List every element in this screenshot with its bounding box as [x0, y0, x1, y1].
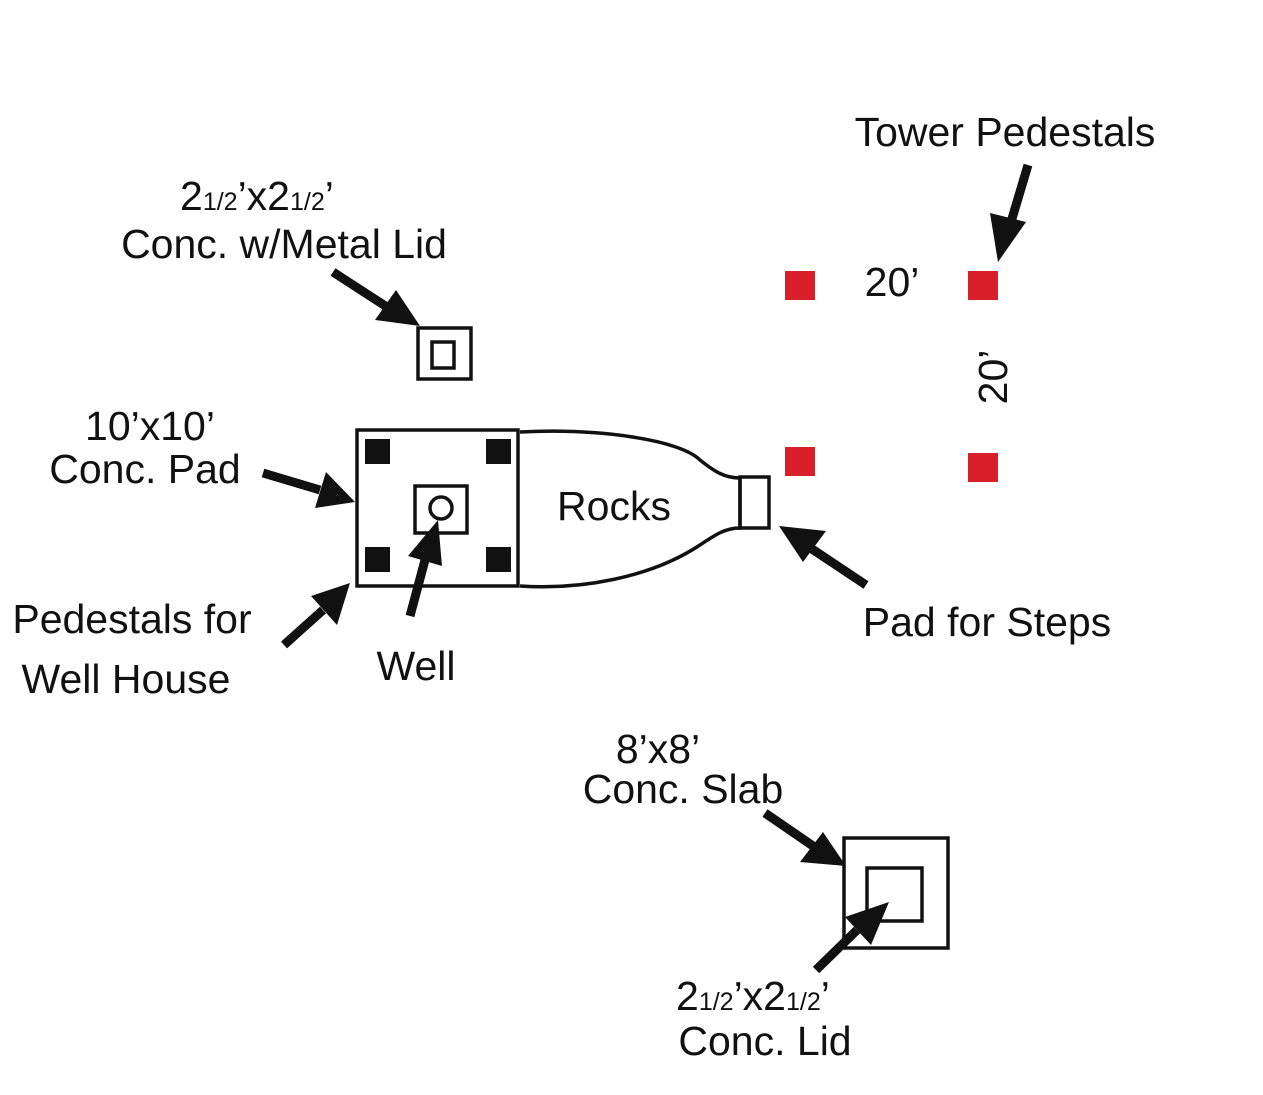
concrete-slab [842, 836, 950, 950]
metal-lid-outer [416, 326, 473, 381]
tower-pedestals-label: Tower Pedestals [855, 109, 1156, 155]
arrow-icon [405, 520, 442, 618]
arrow-icon [261, 468, 355, 508]
metal-lid-size-label: 21/2’x21/2’ [180, 173, 334, 219]
well-box [413, 484, 469, 535]
metal-lid-desc-label: Conc. w/Metal Lid [121, 221, 447, 267]
pad-desc-label: Conc. Pad [49, 446, 240, 492]
tower-pedestal-bottom-right [968, 453, 998, 482]
well-label: Well [377, 643, 456, 689]
arrow-icon [812, 902, 889, 974]
pedestals-label-line2: Well House [22, 656, 231, 702]
well-house-pedestal-bottom-left [365, 547, 390, 572]
well-circle [428, 495, 454, 521]
arrows [261, 163, 1033, 974]
arrow-icon [779, 526, 869, 589]
metal-lid-inner [430, 340, 456, 370]
concrete-lid-box [865, 866, 924, 923]
arrow-icon [330, 268, 420, 326]
tower-pedestal-top-right [968, 271, 998, 300]
pad-for-steps-box [738, 475, 771, 530]
tower-pedestal-bottom-left [785, 447, 815, 476]
well-house-pedestal-top-left [365, 439, 390, 464]
concrete-pad-outline [355, 428, 520, 588]
tower-pedestal-top-left [785, 271, 815, 300]
arrow-icon [990, 163, 1033, 262]
arrow-icon [280, 583, 350, 649]
slab-desc-label: Conc. Slab [583, 766, 784, 812]
metal-lid-box [416, 326, 473, 381]
dimension-vertical-label: 20’ [970, 350, 1016, 405]
arrow-icon [762, 809, 846, 866]
conc-lid-size-label: 21/2’x21/2’ [676, 973, 830, 1019]
concrete-slab-outline [842, 836, 950, 950]
pad-size-label: 10’x10’ [85, 403, 215, 449]
concrete-pad [355, 428, 520, 588]
well-house-pedestal-top-right [486, 439, 511, 464]
pedestals-label-line1: Pedestals for [12, 596, 251, 642]
dimension-horizontal-label: 20’ [865, 259, 920, 305]
pad-for-steps-label: Pad for Steps [863, 599, 1111, 645]
well-house-pedestal-bottom-right [486, 547, 511, 572]
rocks-label: Rocks [557, 483, 671, 529]
tower-pedestals [785, 271, 998, 482]
slab-size-label: 8’x8’ [616, 726, 700, 772]
conc-lid-desc-label: Conc. Lid [678, 1018, 851, 1064]
